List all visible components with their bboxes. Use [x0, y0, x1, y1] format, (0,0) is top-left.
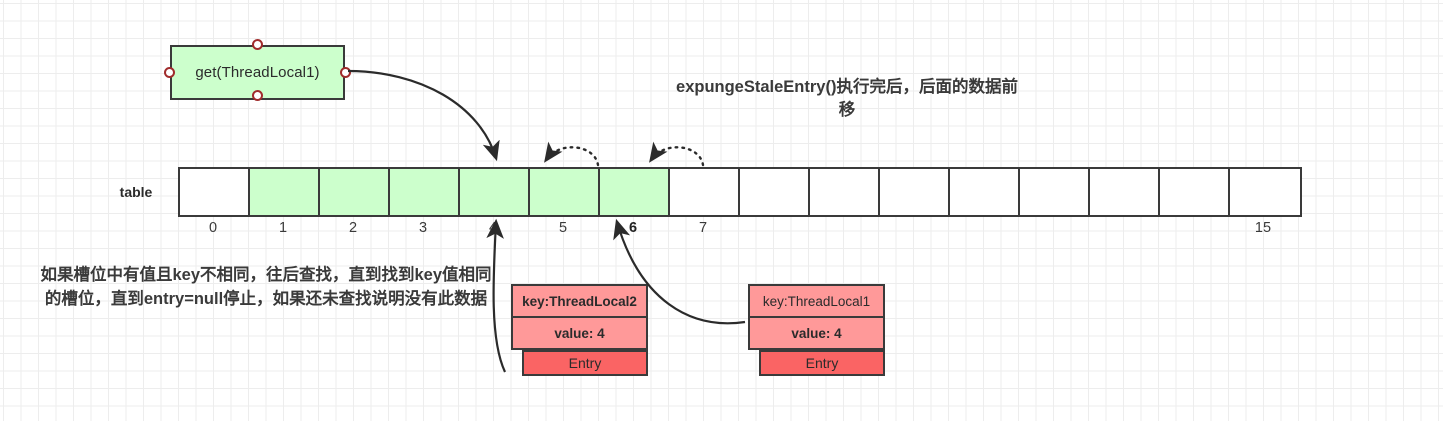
- table-index-1: 1: [278, 220, 288, 236]
- table-cell-0[interactable]: [180, 169, 250, 215]
- table-index-4: 4: [488, 220, 498, 236]
- table-slots: [178, 167, 1302, 217]
- table-cell-6[interactable]: [600, 169, 670, 215]
- table-index-9: [808, 218, 878, 238]
- entry-box-threadlocal2: key:ThreadLocal2 value: 4 Entry: [511, 284, 648, 376]
- table-index-6: 6: [628, 220, 638, 236]
- table-index-labels: 0 1 2 3 4 5 6 7 15: [178, 218, 1298, 238]
- table-cell-13[interactable]: [1090, 169, 1160, 215]
- table-index-14: [1158, 218, 1228, 238]
- table-cell-7[interactable]: [670, 169, 740, 215]
- entry-footer: Entry: [522, 350, 648, 376]
- entry-value: value: 4: [511, 317, 648, 350]
- table-index-5: 5: [558, 220, 568, 236]
- dotted-shift-arc-6-to-5: [544, 141, 600, 167]
- table-cell-1[interactable]: [250, 169, 320, 215]
- table-index-2: 2: [348, 220, 358, 236]
- lookup-rule-note: 如果槽位中有值且key不相同，往后查找，直到找到key值相同的槽位，直到entr…: [40, 266, 492, 308]
- table-cell-3[interactable]: [390, 169, 460, 215]
- connection-handle-left-icon[interactable]: [164, 67, 175, 78]
- table-index-11: [948, 218, 1018, 238]
- table-index-15: 15: [1254, 220, 1272, 236]
- call-box-label: get(ThreadLocal1): [195, 64, 320, 81]
- entry-key: key:ThreadLocal2: [511, 284, 648, 317]
- dotted-shift-arc-7-to-6: [649, 141, 705, 167]
- table-cell-4[interactable]: [460, 169, 530, 215]
- diagram-heading: expungeStaleEntry()执行完后，后面的数据前移: [676, 78, 1018, 120]
- table-index-7: 7: [698, 220, 708, 236]
- table-index-3: 3: [418, 220, 428, 236]
- table-index-12: [1018, 218, 1088, 238]
- table-cell-12[interactable]: [1020, 169, 1090, 215]
- table-cell-14[interactable]: [1160, 169, 1230, 215]
- table-cell-10[interactable]: [880, 169, 950, 215]
- entry-value: value: 4: [748, 317, 885, 350]
- table-label: table: [119, 184, 153, 200]
- connection-handle-top-icon[interactable]: [252, 39, 263, 50]
- table-index-0: 0: [208, 220, 218, 236]
- table-cell-11[interactable]: [950, 169, 1020, 215]
- connection-handle-right-icon[interactable]: [340, 67, 351, 78]
- connection-handle-bottom-icon[interactable]: [252, 90, 263, 101]
- table-cell-8[interactable]: [740, 169, 810, 215]
- entry-box-threadlocal1: key:ThreadLocal1 value: 4 Entry: [748, 284, 885, 376]
- arrow-entry2-to-slot: [486, 218, 506, 373]
- entry-footer: Entry: [759, 350, 885, 376]
- table-cell-2[interactable]: [320, 169, 390, 215]
- table-index-10: [878, 218, 948, 238]
- arrow-call-to-slot4: [347, 69, 500, 162]
- table-cell-5[interactable]: [530, 169, 600, 215]
- table-index-8: [738, 218, 808, 238]
- table-index-13: [1088, 218, 1158, 238]
- table-cell-9[interactable]: [810, 169, 880, 215]
- table-cell-15[interactable]: [1230, 169, 1300, 215]
- entry-key: key:ThreadLocal1: [748, 284, 885, 317]
